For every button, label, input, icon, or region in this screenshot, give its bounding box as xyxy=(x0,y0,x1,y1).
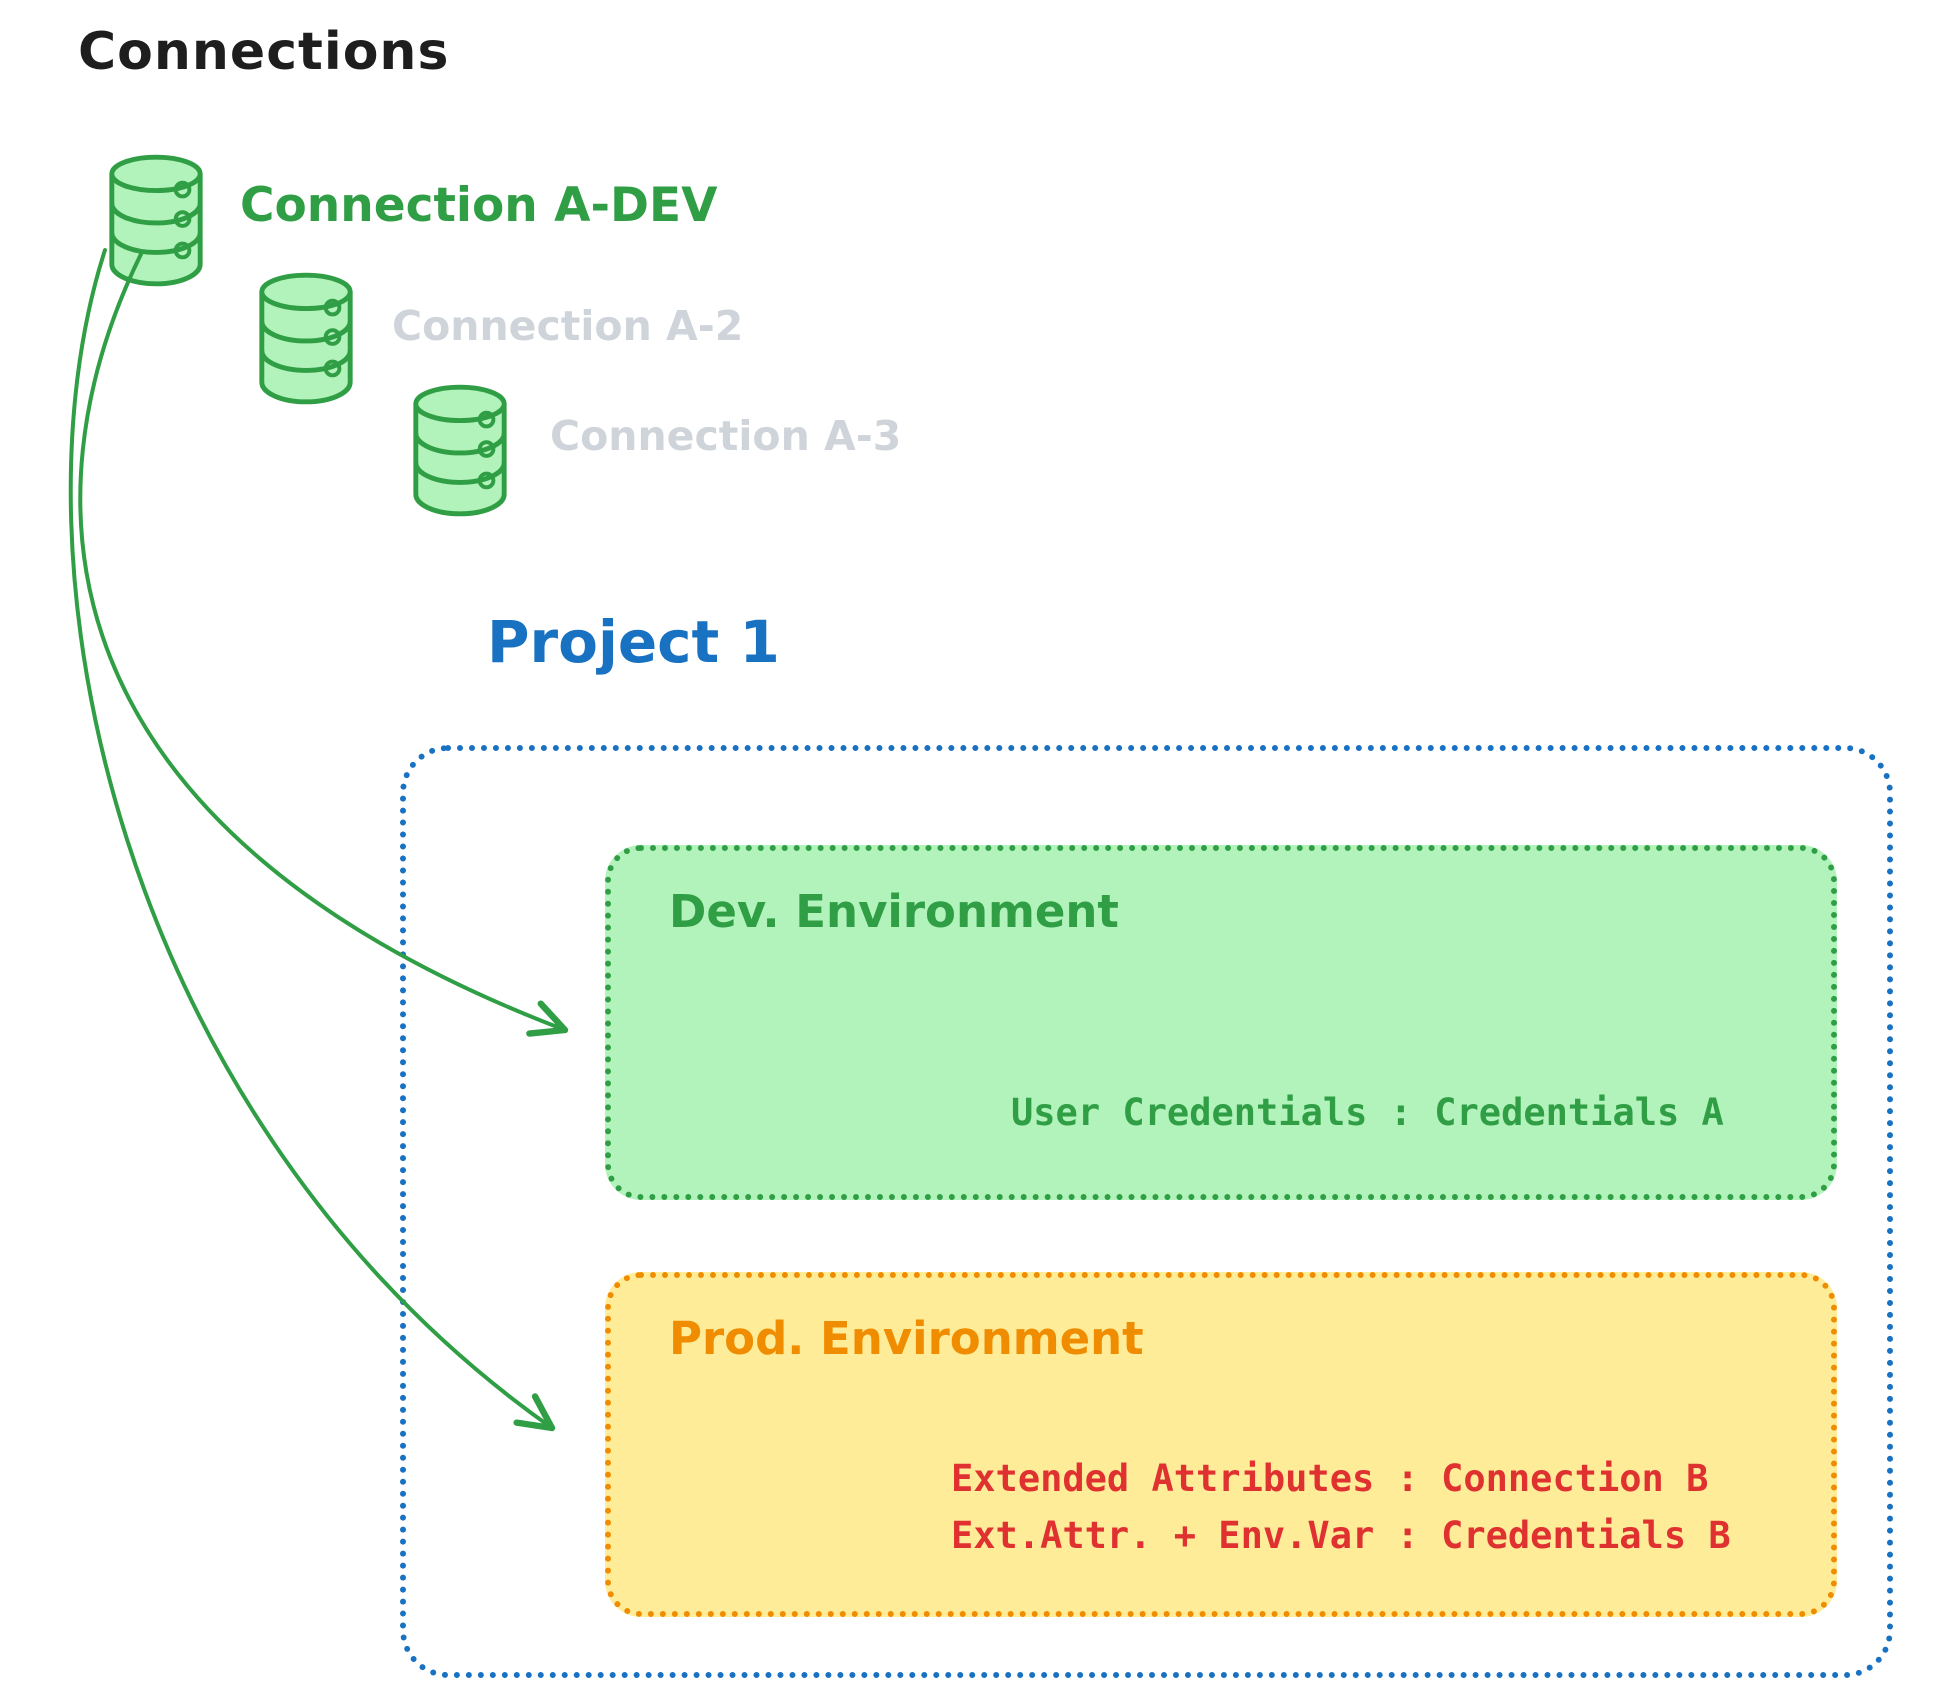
database-cylinder-icon xyxy=(109,154,203,287)
prod-environment-box: Prod. Environment Extended Attributes : … xyxy=(605,1272,1837,1617)
prod-environment-lines: Extended Attributes : Connection B Ext.A… xyxy=(951,1450,1731,1565)
prod-environment-title: Prod. Environment xyxy=(669,1312,1144,1365)
database-icon-a-3 xyxy=(406,380,514,522)
prod-attributes-text: Extended Attributes : Connection B xyxy=(951,1457,1709,1500)
database-cylinder-icon xyxy=(413,384,507,517)
project-title: Project 1 xyxy=(487,608,780,676)
connection-label-a-3: Connection A-3 xyxy=(550,412,902,460)
dev-environment-title: Dev. Environment xyxy=(669,885,1119,938)
dev-credentials-text: User Credentials : Credentials A xyxy=(1011,1091,1724,1134)
database-icon-a-2 xyxy=(252,268,360,410)
connection-label-a-dev: Connection A-DEV xyxy=(240,178,718,233)
database-cylinder-icon xyxy=(259,272,353,405)
connection-label-a-2: Connection A-2 xyxy=(392,302,744,350)
diagram-title: Connections xyxy=(78,22,450,82)
dev-environment-box: Dev. Environment User Credentials : Cred… xyxy=(605,845,1837,1200)
database-icon-a-dev xyxy=(102,150,210,292)
prod-envvar-text: Ext.Attr. + Env.Var : Credentials B xyxy=(951,1514,1731,1558)
